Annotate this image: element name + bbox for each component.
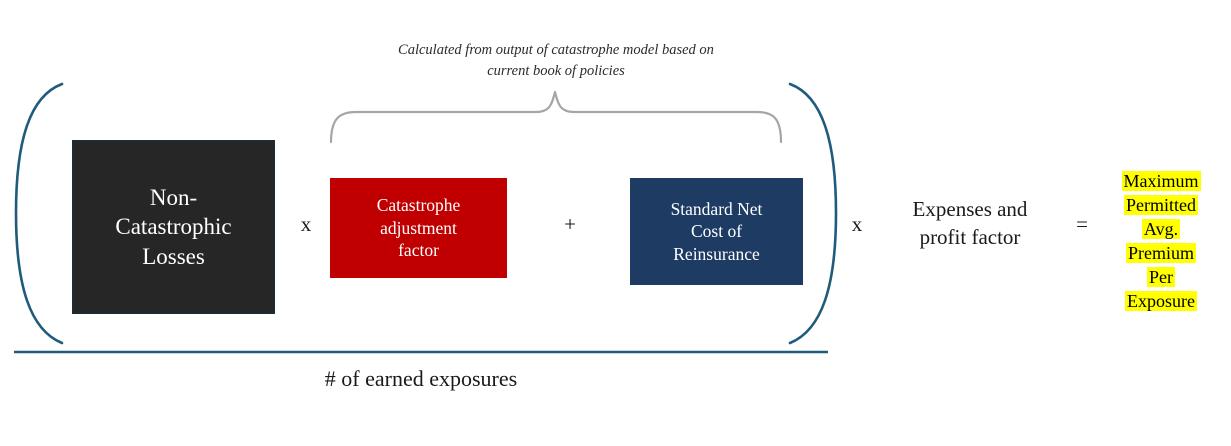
- result-line-4: Premium: [1126, 242, 1196, 263]
- box-non-catastrophic-losses: Non- Catastrophic Losses: [72, 140, 275, 314]
- reins-line-2: Cost of: [690, 221, 743, 242]
- non-cat-line-1: Non-: [149, 184, 198, 210]
- box-catastrophe-adjustment-factor: Catastrophe adjustment factor: [330, 178, 507, 278]
- reins-line-3: Reinsurance: [673, 243, 760, 264]
- result-line-6: Exposure: [1125, 290, 1197, 311]
- brace-caption: Calculated from output of catastrophe mo…: [330, 40, 782, 82]
- cat-adj-line-1: Catastrophe: [376, 195, 461, 216]
- brace-caption-line-1: Calculated from output of catastrophe mo…: [398, 42, 714, 58]
- expenses-and-profit-factor: Expenses and profit factor: [880, 196, 1060, 251]
- result-line-2: Permitted: [1124, 194, 1198, 215]
- cat-adj-line-3: factor: [398, 240, 439, 261]
- denominator-earned-exposures: # of earned exposures: [324, 366, 518, 391]
- operator-equals: =: [1076, 212, 1088, 236]
- result-maximum-permitted-average-premium: Maximum Permitted Avg. Premium Per Expos…: [1100, 170, 1222, 314]
- operator-multiply-1: x: [300, 212, 312, 236]
- expenses-line-2: profit factor: [919, 224, 1021, 249]
- non-cat-line-2: Catastrophic: [115, 214, 232, 240]
- result-line-1: Maximum: [1121, 171, 1201, 191]
- curly-brace-icon: [329, 90, 783, 144]
- operator-plus: +: [564, 212, 576, 236]
- reins-line-1: Standard Net: [670, 198, 763, 219]
- operator-multiply-2: x: [851, 212, 863, 236]
- cat-adj-line-2: adjustment: [380, 217, 457, 238]
- expenses-line-1: Expenses and: [912, 197, 1028, 221]
- brace-caption-line-2: current book of policies: [487, 63, 625, 80]
- left-parenthesis-icon: [14, 82, 64, 345]
- result-line-5: Per: [1147, 266, 1175, 287]
- non-cat-line-3: Losses: [142, 243, 205, 269]
- box-standard-net-cost-of-reinsurance: Standard Net Cost of Reinsurance: [630, 178, 803, 285]
- result-line-3: Avg.: [1141, 218, 1181, 239]
